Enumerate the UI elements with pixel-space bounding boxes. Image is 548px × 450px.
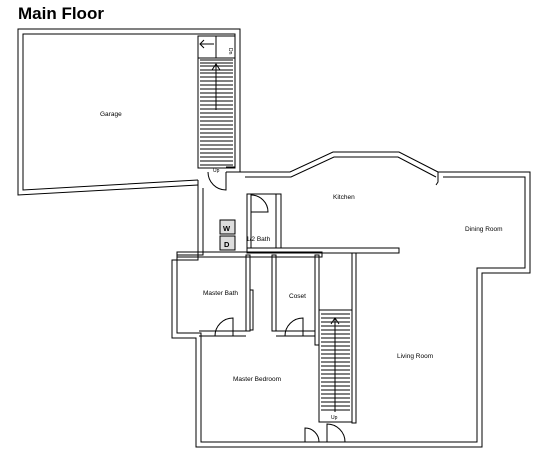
- garage-walls: [17, 28, 241, 196]
- label-dining-room: Dining Room: [465, 226, 503, 233]
- label-garage: Garage: [100, 111, 122, 118]
- interior-walls: [176, 193, 400, 424]
- laundry: [219, 219, 236, 251]
- garage-stairs: [197, 35, 236, 169]
- front-stairs: [318, 309, 353, 423]
- kitchen-angled-wall: [240, 151, 439, 178]
- page-title: Main Floor: [18, 4, 104, 23]
- label-master-bath: Master Bath: [203, 290, 238, 297]
- label-living-room: Living Room: [397, 353, 433, 360]
- label-closet: Coset: [289, 293, 306, 300]
- label-master-bedroom: Master Bedroom: [233, 376, 281, 383]
- front-door: [304, 423, 346, 443]
- front-stairs-up-label: Up: [331, 415, 338, 421]
- washer-label: W: [223, 224, 231, 233]
- label-kitchen: Kitchen: [333, 194, 355, 201]
- garage-stairs-up-label: Up: [213, 168, 220, 174]
- dryer-label: D: [224, 240, 230, 249]
- label-half-bath: 1/2 Bath: [246, 236, 271, 243]
- garage-entry-door: [207, 171, 227, 191]
- garage-stairs-down-label: Dn: [227, 48, 233, 55]
